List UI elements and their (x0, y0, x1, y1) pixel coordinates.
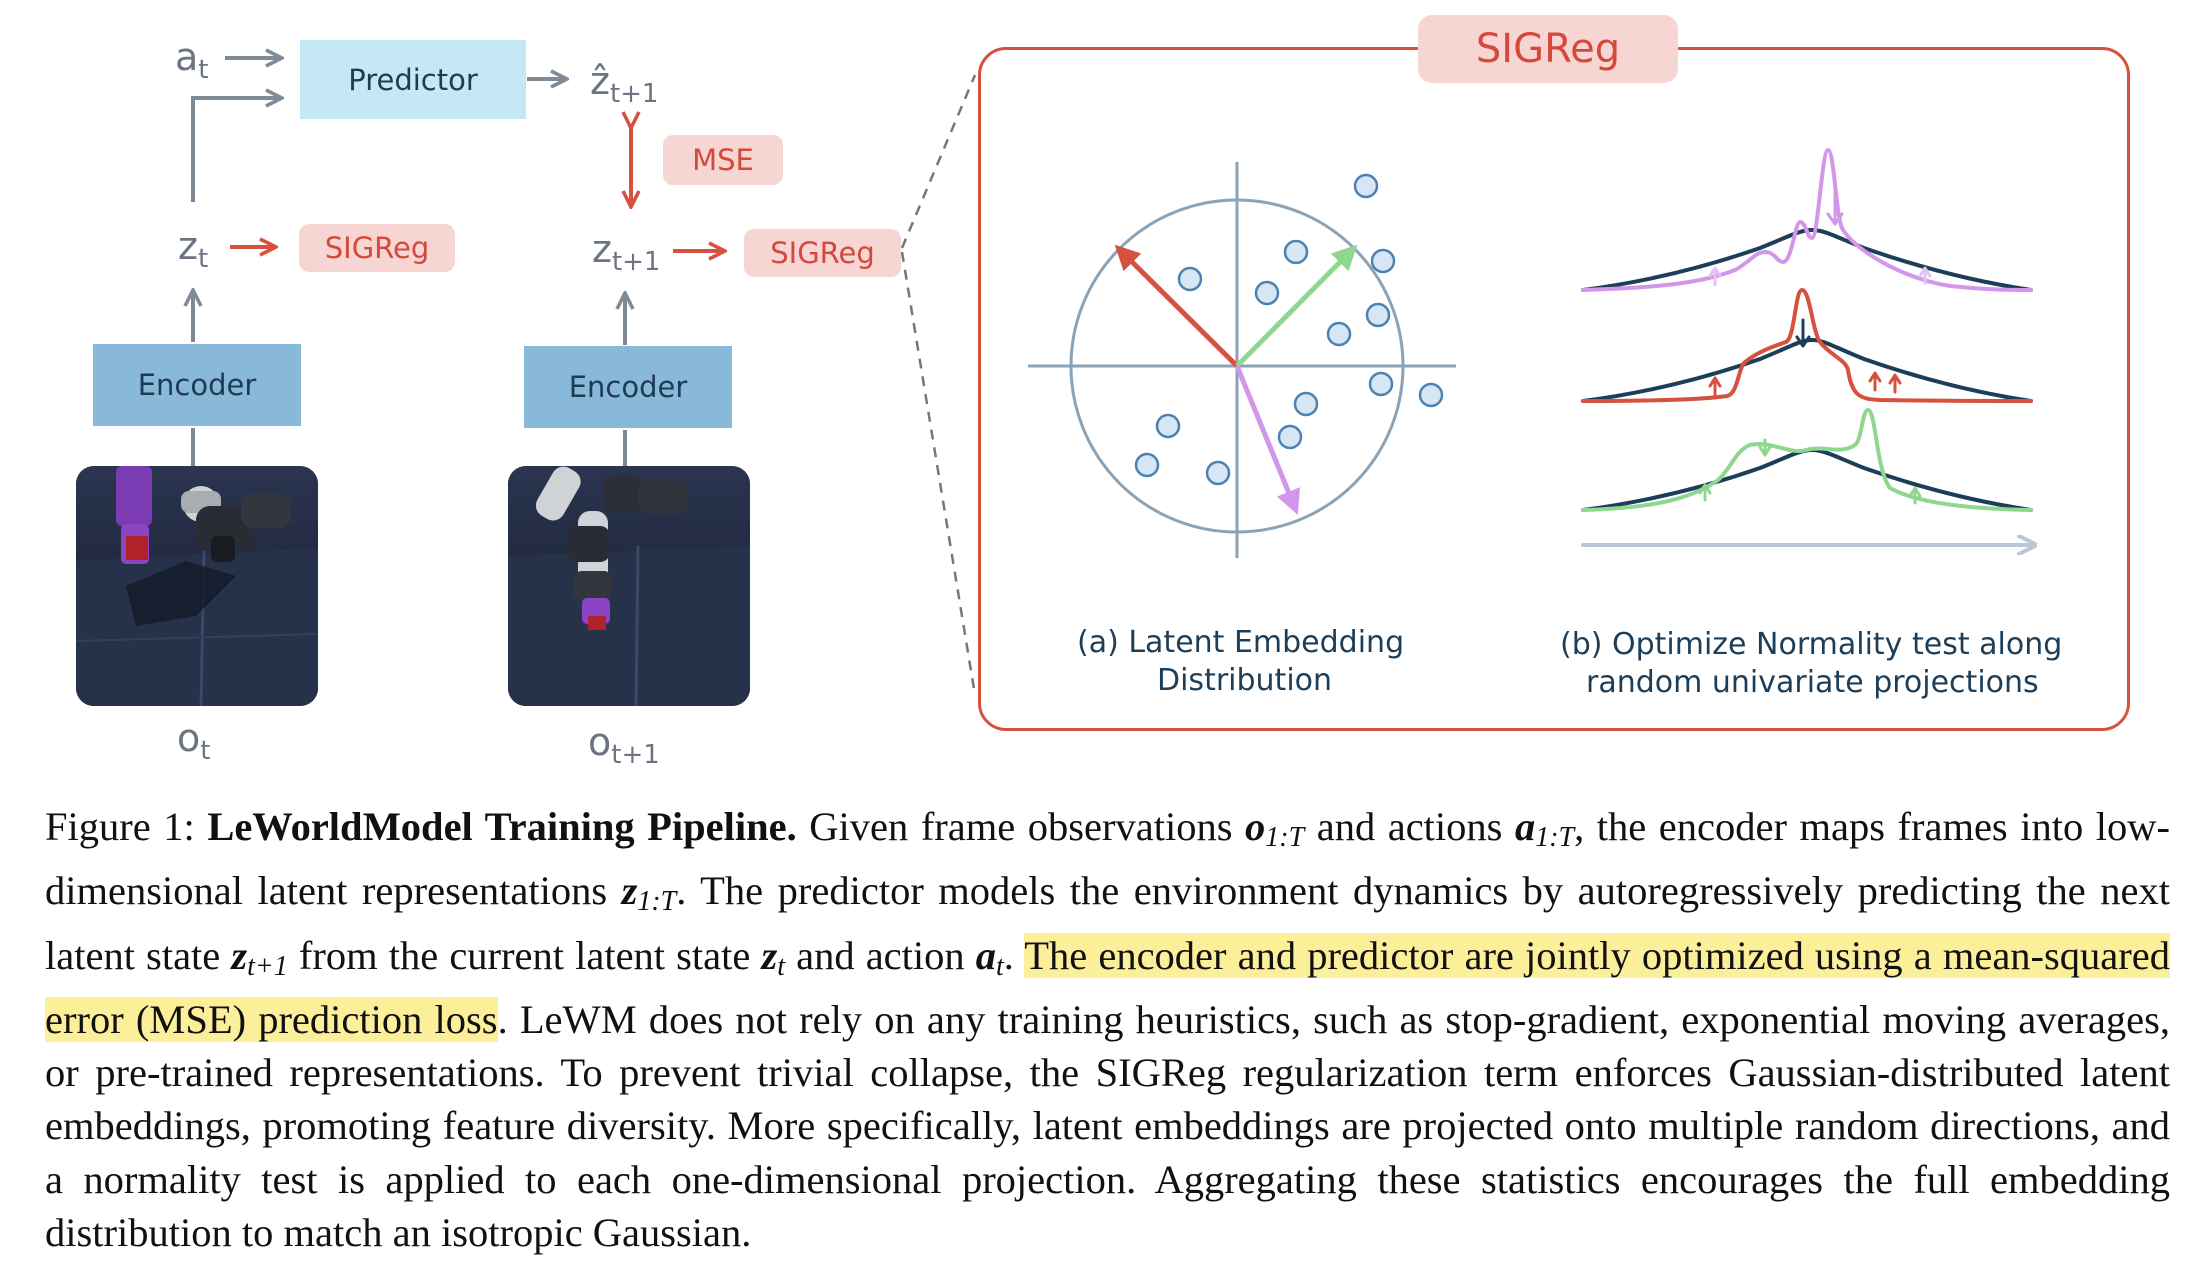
figure-number: Figure 1: (45, 804, 208, 849)
gaussian-reference-3 (1581, 448, 2033, 512)
gaussian-reference-2 (1581, 338, 2033, 403)
caption-a-line2: Distribution (1157, 663, 1333, 698)
caption-a-line1: (a) Latent Embedding (1077, 625, 1405, 660)
figure-1: at ẑt+1 zt zt+1 ot ot+1 Predictor MSE SI… (0, 0, 2206, 770)
projection-arrow-green (1235, 244, 1358, 368)
embedding-point (1326, 321, 1352, 347)
predictor-label: Predictor (348, 62, 478, 97)
projection-density-violet (1581, 148, 2033, 292)
caption-b-line2: random univariate projections (1586, 665, 2039, 700)
embedding-point (1277, 424, 1303, 450)
embedding-point (1134, 452, 1160, 478)
caption-a: (a) Latent Embedding Distribution (1077, 624, 1404, 700)
embedding-point (1177, 266, 1203, 292)
var-z: z1:T (621, 868, 677, 918)
embedding-point (1293, 391, 1319, 417)
robot-scene-t1 (508, 466, 750, 706)
var-a-t: at (975, 932, 1004, 982)
caption-b-line1: (b) Optimize Normality test along (1560, 627, 2063, 662)
var-a: a1:T (1514, 804, 1575, 853)
projection-density-green (1581, 408, 2033, 512)
embedding-point (1205, 460, 1231, 486)
embedding-point (1365, 302, 1391, 328)
projection-arrow-violet (1234, 365, 1300, 515)
observation-frame-t1 (508, 466, 750, 706)
encoder-box-t1: Encoder (524, 346, 732, 428)
label-o-t1: ot+1 (588, 720, 660, 770)
encoder-label-t: Encoder (137, 368, 257, 402)
mse-box: MSE (663, 135, 783, 185)
embedding-point (1254, 280, 1280, 306)
var-o: o1:T (1245, 804, 1305, 853)
projection-arrow-red (1114, 244, 1239, 368)
label-o-t: ot (177, 716, 211, 766)
gaussian-reference-1 (1581, 228, 2033, 292)
latent-embedding-plot (1028, 162, 1456, 558)
sigreg-label-t1: SIGReg (770, 236, 875, 270)
sigreg-box-t1: SIGReg (744, 229, 901, 277)
encoder-box-t: Encoder (93, 344, 301, 426)
arrow-zt-to-predictor (191, 98, 280, 202)
caption-b: (b) Optimize Normality test along random… (1560, 626, 2062, 702)
sigreg-label-t: SIGReg (324, 231, 430, 265)
sigreg-box-t: SIGReg (299, 224, 455, 272)
label-action-t: at (175, 35, 209, 85)
label-z-hat-t1: ẑt+1 (590, 59, 659, 109)
label-z-t1: zt+1 (592, 227, 661, 277)
embedding-point (1368, 371, 1394, 397)
label-z-t: zt (178, 224, 209, 274)
figure-title: LeWorldModel Training Pipeline. (207, 804, 797, 849)
sigreg-panel-title: SIGReg (1418, 15, 1678, 83)
normality-curves (1581, 148, 2033, 545)
predictor-box: Predictor (300, 40, 526, 119)
sigreg-illustrations (1028, 148, 2206, 558)
var-z-t: zt (761, 932, 786, 982)
observation-frame-t (76, 466, 318, 706)
robot-scene-t (76, 466, 318, 706)
zoom-line-bottom (900, 251, 977, 696)
figure-caption: Figure 1: LeWorldModel Training Pipeline… (45, 804, 2171, 1256)
embedding-point (1155, 413, 1181, 439)
mse-label: MSE (692, 143, 754, 177)
var-z-t1: zt+1 (231, 932, 288, 982)
pipeline-arrows (0, 0, 977, 696)
embedding-point (1283, 239, 1309, 265)
embedding-point (1370, 248, 1396, 274)
encoder-label-t1: Encoder (568, 370, 688, 404)
embedding-point (1418, 382, 1444, 408)
zoom-line-top (900, 74, 977, 249)
projection-density-red (1581, 288, 2033, 403)
embedding-point (1353, 173, 1379, 199)
